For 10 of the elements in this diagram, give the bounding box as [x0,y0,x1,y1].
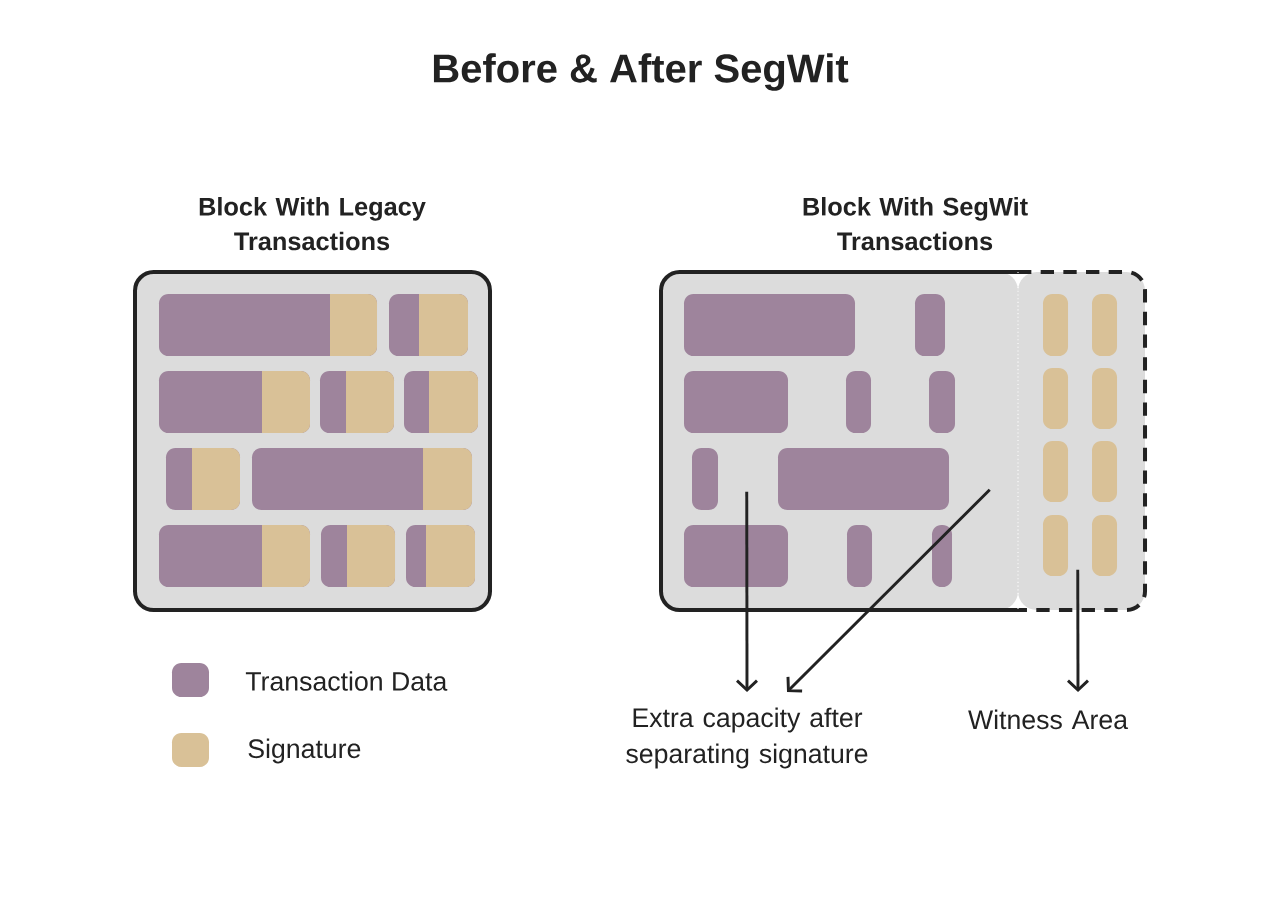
legend-label: Signature [248,738,361,764]
node-label: Block With Legacy Transactions [199,197,426,251]
node-label: Block With SegWit Transactions [803,197,1028,251]
arrow [736,491,758,692]
arrow [1067,569,1089,692]
annotation-text: Extra capacity after separating signature [626,707,868,769]
title: Before & After SegWit [433,53,849,91]
arrow [786,488,991,693]
annotation-text: Witness Area [968,709,1128,730]
legend-label: Transaction Data [245,671,448,691]
